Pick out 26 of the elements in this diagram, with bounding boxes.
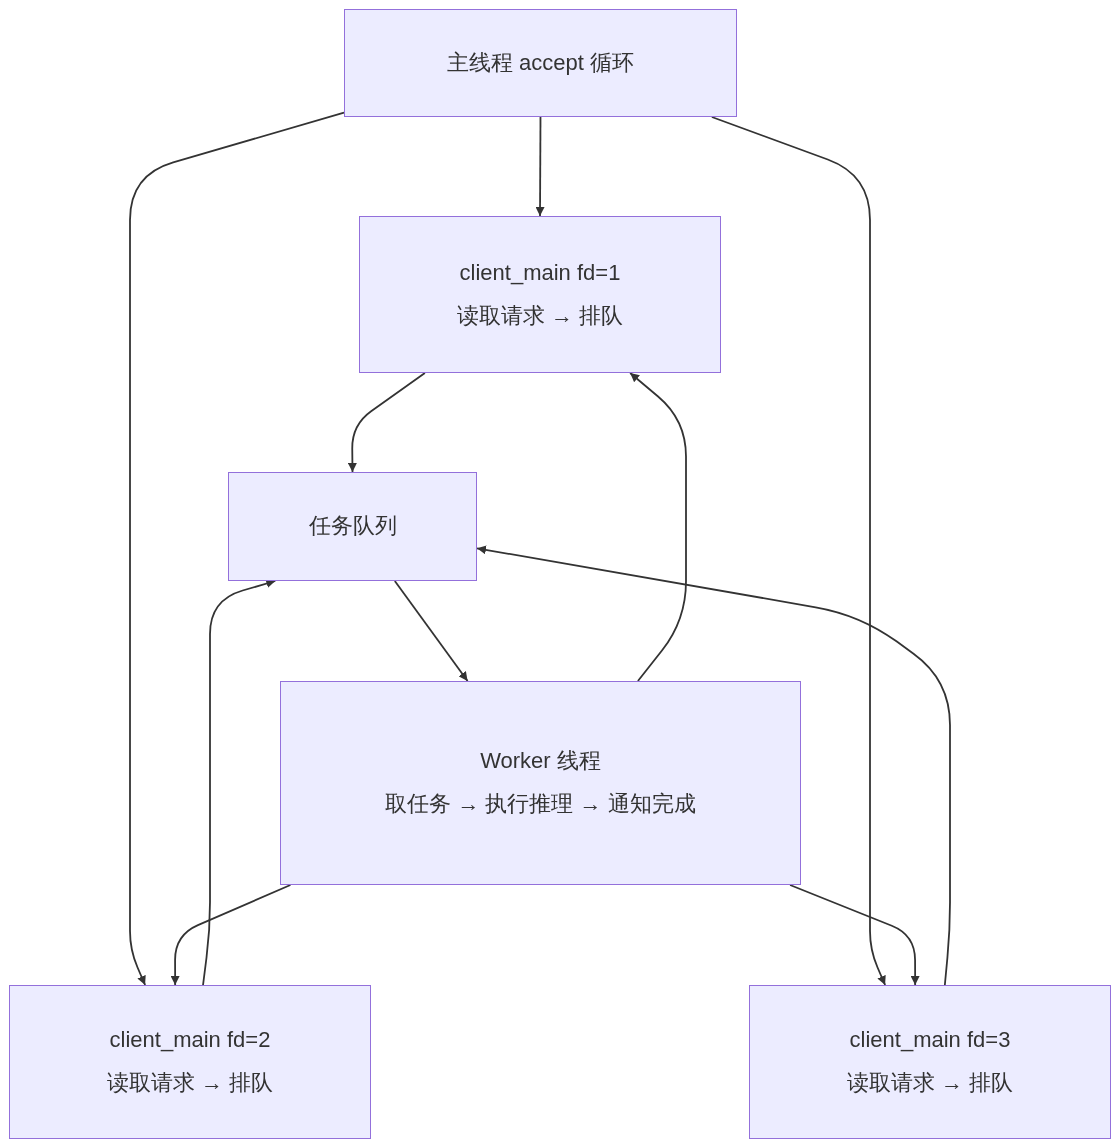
process-box [228,472,477,581]
arrow [393,580,469,682]
process-box [280,681,801,885]
node-label: 主线程 accept 循环 [446,48,634,77]
node-label: 读取请求 → 排队 [846,1069,1014,1097]
node-label: 读取请求 → 排队 [106,1069,274,1097]
node-label: client_main fd=2 [109,1026,271,1055]
process-box [344,9,737,117]
process-box [359,216,721,373]
arrow [170,884,292,986]
arrow [476,545,951,986]
arrow [129,111,345,986]
node-label: 取任务 → 执行推理 → 通知完成 [385,790,696,818]
arrow [535,116,545,217]
arrow [629,372,687,682]
node-label: Worker 线程 [480,747,601,776]
node-label: 任务队列 [308,512,397,541]
process-box [9,985,371,1139]
arrow [789,884,920,986]
arrow [202,579,277,986]
process-box [749,985,1111,1139]
arrow [710,116,886,986]
arrow [347,372,426,473]
node-label: client_main fd=1 [459,258,621,287]
node-label: 读取请求 → 排队 [456,301,624,330]
node-label: client_main fd=3 [849,1026,1011,1055]
